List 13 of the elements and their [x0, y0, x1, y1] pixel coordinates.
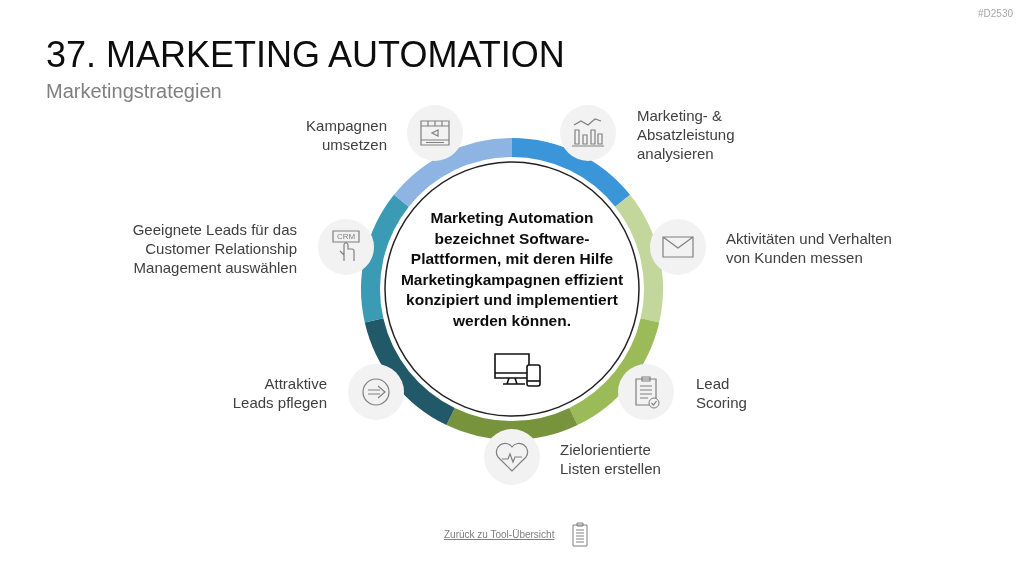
crm-label: CRM: [335, 232, 357, 241]
step-label: Kampagnen umsetzen: [305, 116, 387, 154]
step-label: Marketing- & Absatzleistung analysieren: [637, 106, 736, 163]
slide-code: #D2530: [978, 8, 1014, 19]
title: 37. MARKETING AUTOMATION: [46, 34, 565, 76]
step-label: Geeignete Leads für das Customer Relationship Management auswählen: [131, 220, 297, 277]
step-label: Attraktive Leads pflegen: [231, 374, 327, 412]
description-text: Marketing Automation bezeichnet Software-Plattformen, mit deren Hilfe Marketingkampagnen effizient konzipiert und implementiert werden können.: [399, 208, 625, 331]
subtitle: Marketingstrategien: [46, 80, 222, 103]
back-link: Zurück zu Tool-Übersicht: [444, 529, 555, 540]
step-label: Lead Scoring: [696, 374, 748, 412]
step-label: Aktivitäten und Verhalten von Kunden messen: [726, 229, 893, 267]
step-label: Zielorientierte Listen erstellen: [560, 440, 662, 478]
